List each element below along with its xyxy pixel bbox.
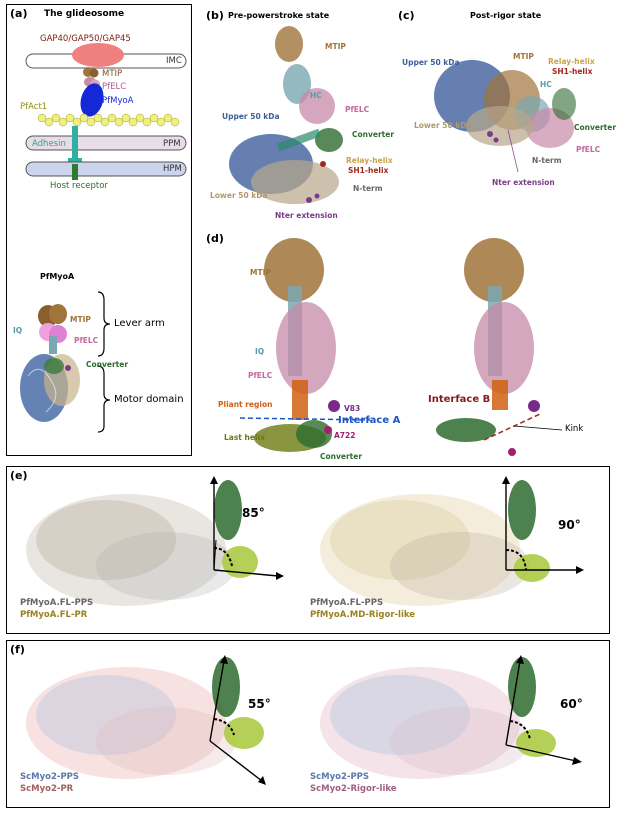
b-converter-label: Converter bbox=[352, 130, 395, 139]
f-left-overlay bbox=[26, 655, 266, 785]
d-last-helix-label: Last helix bbox=[224, 433, 265, 442]
pfmyoa-structure-title: PfMyoA bbox=[40, 272, 75, 281]
c-relay-label: Relay-helix bbox=[548, 57, 595, 66]
c-hc-label: HC bbox=[540, 80, 552, 89]
f-right-overlay bbox=[320, 655, 582, 779]
pfmyoa-label: PfMyoA bbox=[102, 96, 134, 106]
motor-domain-label: Motor domain bbox=[114, 394, 184, 405]
panel-e-frame bbox=[6, 466, 610, 634]
e-right-overlay bbox=[320, 476, 584, 606]
d-mtip-label: MTIP bbox=[250, 268, 271, 277]
c-pfelc-label: PfELC bbox=[576, 145, 601, 154]
f-left-angle: 55° bbox=[248, 697, 271, 711]
c-nterm-label: N-term bbox=[532, 156, 562, 165]
c-converter-label: Converter bbox=[574, 123, 617, 132]
gap-label: GAP40/GAP50/GAP45 bbox=[40, 34, 131, 44]
d-pliant-label: Pliant region bbox=[218, 400, 273, 409]
iq-label: IQ bbox=[13, 326, 23, 335]
panel-f-label: (f) bbox=[10, 643, 25, 656]
d-converter-label: Converter bbox=[320, 452, 363, 461]
c-upper50-label: Upper 50 kDa bbox=[402, 58, 460, 67]
f-left-legend-1: ScMyo2-PPS bbox=[20, 772, 80, 782]
pfmyoa-structure bbox=[20, 291, 111, 433]
gap-complex-shape bbox=[72, 43, 124, 67]
b-pfelc-label: PfELC bbox=[345, 105, 370, 114]
f-right-legend-1: ScMyo2-PPS bbox=[310, 772, 370, 782]
lever-arm-label: Lever arm bbox=[114, 318, 165, 329]
mtip-label: MTIP bbox=[102, 69, 123, 79]
hpm-membrane bbox=[25, 161, 187, 177]
b-mtip-label: MTIP bbox=[325, 42, 346, 51]
c-sh1-label: SH1-helix bbox=[552, 67, 593, 76]
lever-arm-structure-right bbox=[436, 238, 563, 456]
d-iq-label: IQ bbox=[255, 347, 265, 356]
b-upper50-label: Upper 50 kDa bbox=[222, 112, 280, 121]
panel-c-label: (c) bbox=[398, 9, 415, 22]
panel-a-label: (a) bbox=[10, 7, 28, 20]
adhesin-shape bbox=[72, 126, 78, 160]
imc-label: IMC bbox=[166, 56, 182, 66]
pfmyoa-shape bbox=[80, 83, 104, 117]
d-kink-label: Kink bbox=[565, 424, 584, 434]
panel-a-title: The glideosome bbox=[44, 9, 125, 19]
d-interface-b-label: Interface B bbox=[428, 394, 491, 405]
c-nter-ext-label: Nter extension bbox=[492, 178, 555, 187]
panel-e-label: (e) bbox=[10, 469, 28, 482]
b-relay-label: Relay-helix bbox=[346, 156, 393, 165]
panel-b-label: (b) bbox=[206, 9, 224, 22]
d-v83-label: V83 bbox=[344, 404, 361, 413]
glideosome-diagram bbox=[25, 43, 187, 180]
pfelc-label-2: PfELC bbox=[74, 336, 99, 345]
ppm-label: PPM bbox=[163, 139, 181, 149]
panel-b-title: Pre-powerstroke state bbox=[228, 11, 330, 20]
b-hc-label: HC bbox=[310, 91, 322, 100]
d-a722-label: A722 bbox=[334, 431, 356, 440]
e-right-legend-1: PfMyoA.FL-PPS bbox=[310, 598, 384, 608]
b-nterm-label: N-term bbox=[353, 184, 383, 193]
hpm-label: HPM bbox=[163, 164, 182, 174]
post-rigor-structure bbox=[434, 60, 576, 173]
d-pfelc-label: PfELC bbox=[248, 371, 273, 380]
pre-powerstroke-structure bbox=[229, 26, 343, 204]
mtip-label-2: MTIP bbox=[70, 315, 91, 324]
ppm-membrane bbox=[25, 135, 187, 151]
adhesin-label: Adhesin bbox=[32, 139, 66, 149]
motor-domain-brace bbox=[97, 365, 111, 433]
panel-d-label: (d) bbox=[206, 232, 224, 245]
b-sh1-label: SH1-helix bbox=[348, 166, 389, 175]
d-interface-a-label: Interface A bbox=[338, 415, 401, 426]
b-nter-ext-label: Nter extension bbox=[275, 211, 338, 220]
e-left-legend-1: PfMyoA.FL-PPS bbox=[20, 598, 94, 608]
e-right-legend-2: PfMyoA.MD-Rigor-like bbox=[310, 610, 416, 620]
c-lower50-label: Lower 50 kDa bbox=[414, 121, 472, 130]
b-lower50-label: Lower 50 kDa bbox=[210, 191, 268, 200]
e-left-legend-2: PfMyoA.FL-PR bbox=[20, 610, 88, 620]
host-receptor-label: Host receptor bbox=[50, 181, 108, 191]
e-right-angle: 90° bbox=[558, 518, 581, 532]
e-left-overlay bbox=[26, 476, 284, 606]
f-right-legend-2: ScMyo2-Rigor-like bbox=[310, 784, 397, 794]
f-left-legend-2: ScMyo2-PR bbox=[20, 784, 74, 794]
panel-c-title: Post-rigor state bbox=[470, 11, 542, 20]
pfact1-label: PfAct1 bbox=[20, 102, 48, 112]
f-right-angle: 60° bbox=[560, 697, 583, 711]
actin-filament bbox=[37, 113, 180, 127]
pfelc-label: PfELC bbox=[102, 82, 127, 92]
lever-arm-brace bbox=[97, 291, 111, 357]
c-mtip-label: MTIP bbox=[513, 52, 534, 61]
lever-arm-structure-left bbox=[239, 238, 371, 452]
converter-label: Converter bbox=[86, 360, 129, 369]
e-left-angle: 85° bbox=[242, 506, 265, 520]
